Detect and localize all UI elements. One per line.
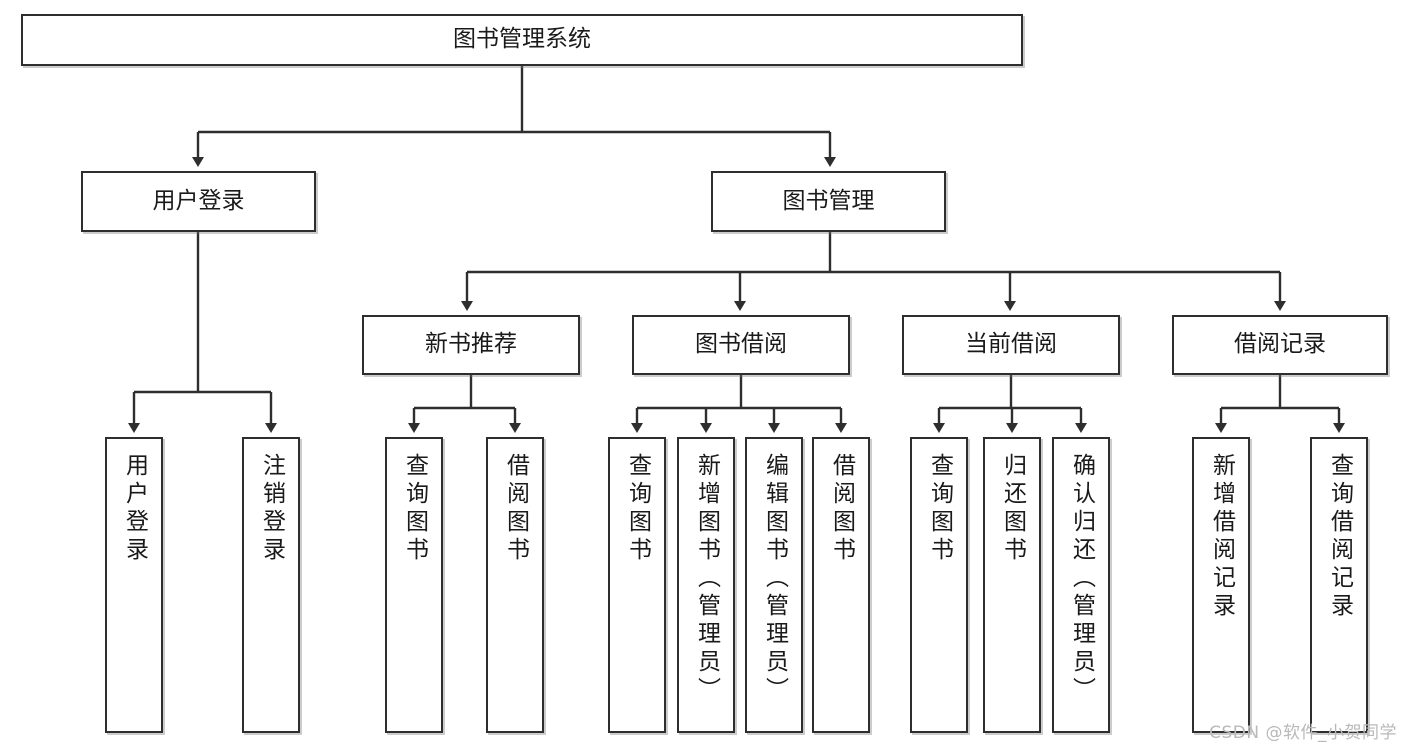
node-current-borrow[interactable]: 当前借阅: [902, 315, 1120, 375]
node-book-manage-label: 图书管理: [782, 187, 875, 214]
node-leaf-logout[interactable]: 注销登录: [242, 437, 300, 733]
node-leaf-return-book[interactable]: 归还图书: [983, 437, 1041, 733]
node-leaf-edit-book-label: 编辑图书（管理员）: [761, 453, 788, 705]
node-book-borrow-label: 图书借阅: [695, 331, 787, 358]
node-leaf-query-book-2[interactable]: 查询图书: [608, 437, 666, 733]
node-leaf-borrow-book-2-label: 借阅图书: [828, 453, 855, 565]
node-leaf-user-login[interactable]: 用户登录: [105, 437, 163, 733]
node-leaf-edit-book[interactable]: 编辑图书（管理员）: [745, 437, 803, 733]
node-leaf-user-login-label: 用户登录: [121, 453, 148, 565]
node-leaf-add-book-label: 新增图书（管理员）: [693, 453, 720, 705]
node-leaf-query-record[interactable]: 查询借阅记录: [1310, 437, 1368, 733]
node-new-book-rec-label: 新书推荐: [425, 331, 517, 358]
node-root[interactable]: 图书管理系统: [21, 14, 1023, 66]
node-leaf-logout-label: 注销登录: [258, 453, 285, 565]
node-user-login-label: 用户登录: [152, 187, 245, 214]
node-leaf-query-book-1[interactable]: 查询图书: [385, 437, 443, 733]
node-leaf-borrow-book-1-label: 借阅图书: [502, 453, 529, 565]
node-leaf-query-book-3[interactable]: 查询图书: [910, 437, 968, 733]
node-borrow-record-label: 借阅记录: [1234, 331, 1326, 358]
node-current-borrow-label: 当前借阅: [965, 331, 1057, 358]
node-leaf-query-book-2-label: 查询图书: [624, 453, 651, 565]
node-leaf-query-book-1-label: 查询图书: [401, 453, 428, 565]
node-leaf-borrow-book-1[interactable]: 借阅图书: [486, 437, 544, 733]
node-leaf-add-record[interactable]: 新增借阅记录: [1192, 437, 1250, 733]
node-leaf-query-record-label: 查询借阅记录: [1326, 453, 1353, 621]
node-leaf-confirm-return-label: 确认归还（管理员）: [1068, 453, 1095, 705]
node-leaf-return-book-label: 归还图书: [999, 453, 1026, 565]
node-user-login[interactable]: 用户登录: [81, 171, 316, 232]
node-leaf-borrow-book-2[interactable]: 借阅图书: [812, 437, 870, 733]
node-book-manage[interactable]: 图书管理: [711, 171, 946, 232]
watermark: CSDN @软件_小贺同学: [1209, 723, 1397, 743]
node-leaf-confirm-return[interactable]: 确认归还（管理员）: [1052, 437, 1110, 733]
node-new-book-rec[interactable]: 新书推荐: [362, 315, 580, 375]
node-leaf-query-book-3-label: 查询图书: [926, 453, 953, 565]
node-leaf-add-record-label: 新增借阅记录: [1208, 453, 1235, 621]
node-leaf-add-book[interactable]: 新增图书（管理员）: [677, 437, 735, 733]
node-borrow-record[interactable]: 借阅记录: [1172, 315, 1388, 375]
node-book-borrow[interactable]: 图书借阅: [632, 315, 850, 375]
node-root-label: 图书管理系统: [453, 26, 591, 53]
